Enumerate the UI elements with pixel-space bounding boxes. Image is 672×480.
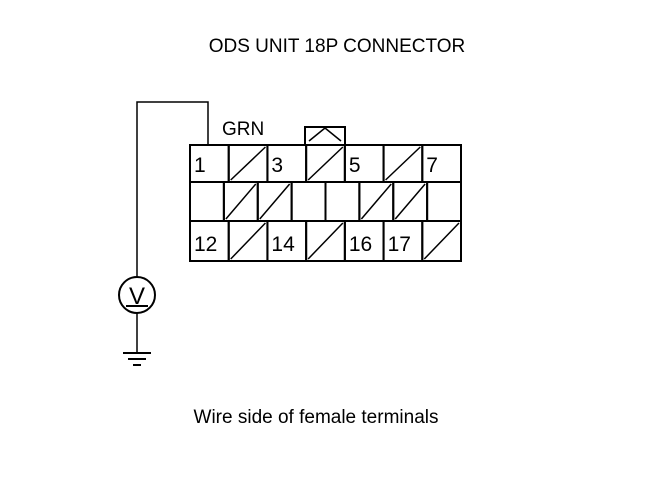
plugged-cavity-mark (307, 222, 344, 260)
ground-icon (123, 352, 151, 366)
probe-wire (136, 101, 209, 277)
connector-cavity (290, 181, 327, 222)
connector-cavity (227, 220, 269, 262)
connector-cavity: 12 (189, 220, 230, 262)
terminal-number: 14 (271, 233, 295, 256)
terminal-number: 1 (194, 154, 206, 177)
connector-cavity: 16 (343, 220, 385, 262)
plugged-cavity-mark (225, 183, 257, 220)
plugged-cavity-mark (385, 146, 421, 181)
terminal-number: 16 (349, 233, 372, 256)
connector-cavity: 1 (189, 144, 230, 183)
diagram-caption: Wire side of female terminals (194, 407, 439, 428)
plugged-cavity-mark (230, 222, 266, 260)
connector-cavity (358, 181, 395, 222)
connector-cavity (305, 220, 346, 262)
terminal-number: 7 (426, 154, 438, 177)
connector-cavity: 14 (266, 220, 308, 262)
connector-cavity (324, 181, 361, 222)
connector-cavity (382, 144, 424, 183)
plugged-cavity-mark (259, 183, 291, 220)
connector-cavity (256, 181, 293, 222)
connector-cavity: 7 (421, 144, 462, 183)
connector-cavity: 3 (266, 144, 308, 183)
connector-cavity (227, 144, 269, 183)
plugged-cavity-mark (307, 146, 344, 181)
connector-cavity: 17 (382, 220, 424, 262)
plugged-cavity-mark (423, 222, 460, 260)
terminal-number: 12 (194, 233, 217, 256)
connector-cavity (421, 220, 462, 262)
connector-cavity (189, 181, 225, 222)
voltmeter-icon: V (118, 276, 156, 314)
connector-cavity (305, 144, 346, 183)
connector-cavity: 5 (343, 144, 385, 183)
plugged-cavity-mark (230, 146, 266, 181)
connector-cavity (392, 181, 429, 222)
connector-cavity (222, 181, 259, 222)
plugged-cavity-mark (394, 183, 426, 220)
voltmeter-symbol: V (129, 283, 145, 310)
terminal-number: 5 (349, 154, 361, 177)
wire-color-label: GRN (222, 119, 264, 140)
terminal-number: 17 (388, 233, 411, 256)
connector-latch (304, 126, 346, 145)
diagram-title: ODS UNIT 18P CONNECTOR (209, 36, 466, 57)
terminal-number: 3 (271, 154, 283, 177)
plugged-cavity-mark (360, 183, 392, 220)
connector-cavity (426, 181, 462, 222)
